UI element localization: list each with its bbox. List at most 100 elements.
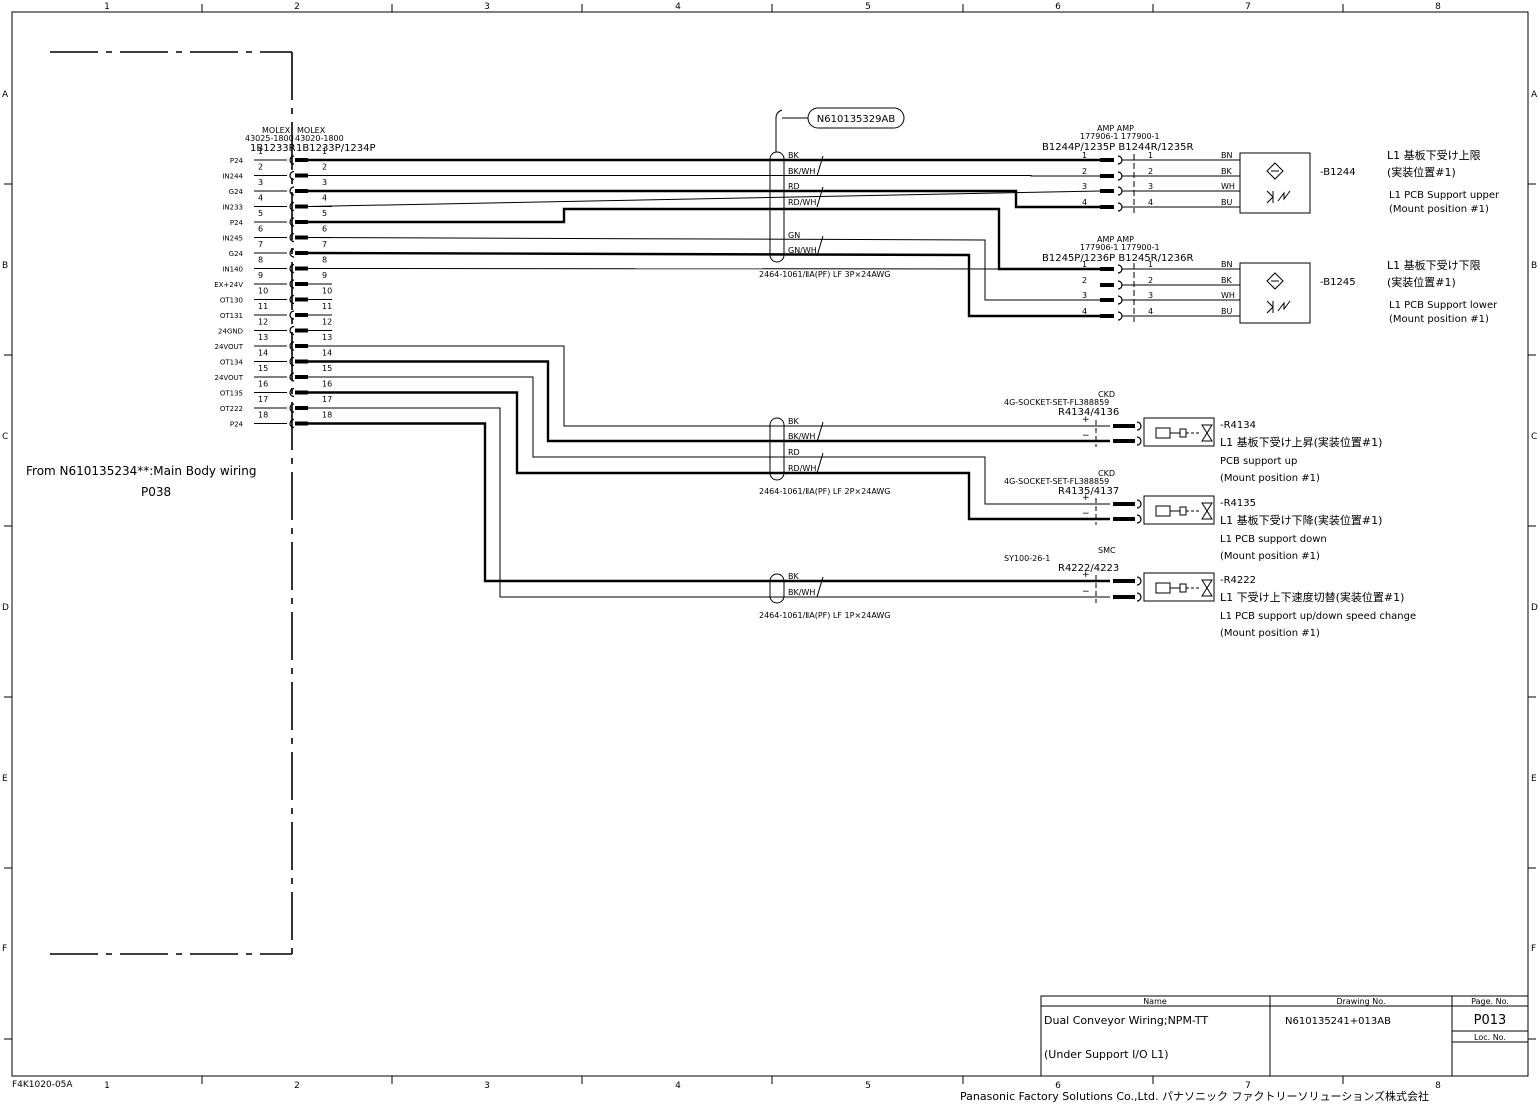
sensor-pin-number-left: 2 xyxy=(1082,276,1087,285)
sensor-pin-contact xyxy=(1100,314,1114,318)
sensor-pin-number-right: 4 xyxy=(1148,307,1153,316)
valve-maker: SMC xyxy=(1098,546,1116,555)
main-pin-signal: IN233 xyxy=(222,204,243,212)
main-pin-socket xyxy=(289,356,295,367)
sensor-maker: AMP AMP xyxy=(1097,124,1134,133)
frame-row-label: A xyxy=(1531,90,1538,100)
wire-in244 xyxy=(308,175,1100,177)
sensor-desc-en: L1 PCB Support lower xyxy=(1389,300,1498,311)
valve-pin-socket xyxy=(1136,421,1142,431)
sensor-pin-number-right: 1 xyxy=(1148,151,1153,160)
main-connector-maker-left: MOLEX xyxy=(262,126,291,135)
sensor-pin-socket xyxy=(1117,264,1123,274)
sensor-tag: -B1245 xyxy=(1320,277,1356,288)
main-pin-number-left: 8 xyxy=(258,256,263,265)
main-pin-number-right: 10 xyxy=(322,287,332,296)
valve-desc-jp: L1 基板下受け下降(実装位置#1) xyxy=(1220,513,1382,527)
sensor-pin-number-left: 3 xyxy=(1082,291,1087,300)
sensor-pin-contact xyxy=(1100,283,1114,287)
main-pin-signal: OT222 xyxy=(220,405,243,413)
solenoid-valve-icon xyxy=(1143,417,1215,447)
valve-maker: CKD xyxy=(1098,390,1115,399)
sensor-desc-jp-position: (実装位置#1) xyxy=(1387,165,1456,179)
cable-wire-color: GN/WH xyxy=(788,246,817,255)
valve-part: SY100-26-1 xyxy=(1004,554,1050,563)
main-pin-signal: G24 xyxy=(229,188,244,196)
sensor-pin-socket xyxy=(1117,295,1123,305)
valve-pin-contact xyxy=(1113,595,1135,599)
main-pin-socket xyxy=(289,341,295,351)
main-pin-number-left: 9 xyxy=(258,271,263,280)
main-pin-socket xyxy=(289,325,295,336)
frame-row-label: A xyxy=(2,90,9,100)
main-pin-contact xyxy=(295,282,308,286)
main-connector-part-left: 43025-1800 xyxy=(245,134,294,143)
main-pin-signal: EX+24V xyxy=(214,281,243,289)
valve-desc-jp: L1 下受け上下速度切替(実装位置#1) xyxy=(1220,590,1404,604)
sensor-wire-color: WH xyxy=(1221,291,1235,300)
main-pin-number-left: 3 xyxy=(258,178,263,187)
main-pin-socket xyxy=(289,279,295,289)
frame-column-label: 6 xyxy=(1055,2,1061,12)
sensor-wire-color: BU xyxy=(1221,198,1232,207)
main-pin-number-right: 13 xyxy=(322,333,332,342)
wire-p24-r4222 xyxy=(308,422,1110,583)
main-pin-contact xyxy=(295,173,308,178)
cable-spec: 2464-1061/ⅡA(PF) LF 1P×24AWG xyxy=(759,611,890,620)
main-pin-number-right: 6 xyxy=(322,225,327,234)
cable-wire-color: RD xyxy=(788,182,800,191)
main-pin-number-left: 16 xyxy=(258,380,268,389)
sensor-pin-contact xyxy=(1100,189,1114,193)
source-block xyxy=(50,51,293,955)
sensor-part: 177906-1 177900-1 xyxy=(1080,132,1160,141)
harness-tag: N610135329AB xyxy=(775,107,905,152)
wire-ot135 xyxy=(308,391,1110,521)
valve-pin-contact xyxy=(1113,502,1135,506)
source-page-ref: P038 xyxy=(141,485,171,499)
main-pin-number-right: 1 xyxy=(322,147,327,156)
main-connector-part-right: 43020-1800 xyxy=(295,134,344,143)
main-pin-number-right: 3 xyxy=(322,178,327,187)
sensor-maker: AMP AMP xyxy=(1097,235,1134,244)
main-pin-number-right: 16 xyxy=(322,380,332,389)
main-pin-number-left: 1 xyxy=(258,147,263,156)
solenoid-valve-icon xyxy=(1143,495,1215,525)
sensor-tag: -B1244 xyxy=(1320,167,1356,178)
main-pin-number-right: 4 xyxy=(322,194,327,203)
cable-twist-mark xyxy=(816,421,824,443)
main-pin-number-right: 14 xyxy=(322,349,332,358)
main-pin-contact xyxy=(295,359,308,364)
cable-bundle-outline xyxy=(769,417,785,481)
title-drawing-no: N610135241+013AB xyxy=(1285,1016,1391,1027)
valve-desc-jp: L1 基板下受け上昇(実装位置#1) xyxy=(1220,435,1382,449)
frame-column-label: 1 xyxy=(104,2,110,12)
sensor-pin-contact xyxy=(1100,174,1114,178)
valve-pin-socket xyxy=(1136,576,1142,586)
drawing-border xyxy=(11,11,1529,1077)
sensor-pin-contact xyxy=(1100,205,1114,209)
main-pin-signal: OT131 xyxy=(220,312,243,320)
valve-connector-ref: R4135/4137 xyxy=(1058,486,1119,497)
main-pin-signal: OT134 xyxy=(220,359,244,367)
main-pin-number-left: 10 xyxy=(258,287,268,296)
main-pin-socket xyxy=(289,186,295,196)
wire-in140 xyxy=(307,268,1101,270)
main-pin-signal: IN244 xyxy=(222,173,243,181)
cable-wire-color: BK xyxy=(788,151,799,160)
sensor-pin-number-right: 2 xyxy=(1148,276,1153,285)
company-name: Panasonic Factory Solutions Co.,Ltd. パナソ… xyxy=(960,1089,1429,1103)
solenoid-plunger-end xyxy=(1179,428,1187,438)
main-pin-signal: OT135 xyxy=(220,390,243,398)
frame-row-label: B xyxy=(2,261,8,271)
valve-plus-mark: + xyxy=(1082,415,1090,425)
sensor-pin-number-right: 3 xyxy=(1148,291,1153,300)
frame-row-label: F xyxy=(2,944,7,954)
valve-desc-en: PCB support up xyxy=(1220,456,1297,467)
main-pin-socket xyxy=(289,248,295,258)
sensor-desc-en: L1 PCB Support upper xyxy=(1389,190,1500,201)
frame-column-label: 1 xyxy=(104,1081,110,1091)
cable-spec: 2464-1061/ⅡA(PF) LF 2P×24AWG xyxy=(759,487,890,496)
